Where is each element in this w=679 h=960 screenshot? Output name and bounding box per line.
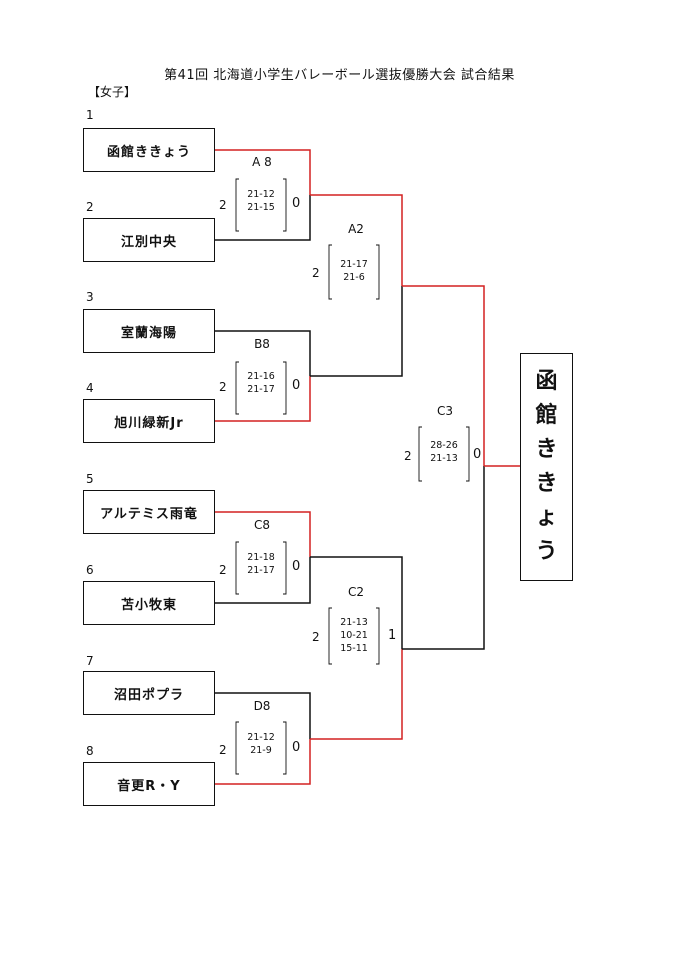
match-label-d8: D8 — [253, 699, 271, 713]
team-box: 苫小牧東 — [83, 581, 215, 625]
score-left-c2: 2 — [312, 630, 320, 644]
match-label-a2: A2 — [348, 222, 364, 236]
score-left-c3: 2 — [404, 449, 412, 463]
category-label: 【女子】 — [88, 85, 137, 99]
seed-number: 8 — [86, 744, 94, 758]
set-scores-a8: 21-12 21-15 — [239, 188, 283, 214]
team-box: 旭川緑新Jr — [83, 399, 215, 443]
line-team8 — [215, 739, 311, 785]
set-scores-b8: 21-16 21-17 — [239, 370, 283, 396]
team-box: 沼田ポプラ — [83, 671, 215, 715]
set-scores-c3: 28-26 21-13 — [422, 439, 466, 465]
set-scores-c8: 21-18 21-17 — [239, 551, 283, 577]
score-left-c8: 2 — [219, 563, 227, 577]
champion-char: う — [535, 539, 558, 564]
set-scores-c2: 21-13 10-21 15-11 — [332, 616, 376, 655]
score-left-b8: 2 — [219, 380, 227, 394]
line-c2-winner — [402, 466, 485, 650]
line-team7 — [215, 692, 311, 739]
set-score: 10-21 — [340, 630, 368, 641]
set-score: 21-17 — [340, 259, 368, 270]
set-score: 28-26 — [430, 440, 458, 451]
seed-number: 4 — [86, 381, 94, 395]
line-team3 — [215, 330, 311, 376]
line-c8-winner — [310, 556, 403, 649]
score-right-b8: 0 — [292, 378, 301, 393]
match-label-b8: B8 — [254, 337, 270, 351]
set-score: 21-17 — [247, 384, 275, 395]
seed-number: 3 — [86, 290, 94, 304]
champion-char: き — [535, 471, 558, 496]
set-score: 21-17 — [247, 565, 275, 576]
match-label-c3: C3 — [436, 404, 453, 418]
page-title: 第41回 北海道小学生バレーボール選抜優勝大会 試合結果 — [164, 68, 515, 83]
seed-number: 5 — [86, 472, 94, 486]
score-left-a8: 2 — [219, 198, 227, 212]
score-right-c2: 1 — [388, 628, 397, 643]
set-score: 21-15 — [247, 202, 275, 213]
sets-bracket-d8 — [235, 721, 287, 775]
line-team6 — [215, 557, 311, 604]
sets-bracket-a2 — [328, 244, 380, 300]
line-b8-winner — [310, 286, 403, 377]
seed-number: 6 — [86, 563, 94, 577]
score-right-c3: 0 — [473, 447, 482, 462]
score-right-a8: 0 — [292, 196, 301, 211]
score-right-c8: 0 — [292, 559, 301, 574]
seed-number: 7 — [86, 654, 94, 668]
line-a8-winner — [310, 194, 403, 286]
sets-bracket-b8 — [235, 361, 287, 415]
set-score: 21-16 — [247, 371, 275, 382]
line-team2 — [215, 195, 311, 241]
team-box: 室蘭海陽 — [83, 309, 215, 353]
match-label-c8: C8 — [253, 518, 270, 532]
set-score: 21-13 — [340, 617, 368, 628]
champion-char: 館 — [535, 403, 558, 428]
seed-number: 1 — [86, 108, 94, 122]
champion-char: 函 — [535, 369, 558, 394]
line-a2-winner — [402, 285, 485, 466]
set-score: 15-11 — [340, 643, 368, 654]
set-score: 21-6 — [343, 272, 365, 283]
team-box: 音更R・Y — [83, 762, 215, 806]
sets-bracket-c3 — [418, 426, 470, 482]
set-score: 21-18 — [247, 552, 275, 563]
line-team5 — [215, 511, 311, 557]
sets-bracket-c8 — [235, 541, 287, 595]
match-label-c2: C2 — [347, 585, 364, 599]
line-d8-winner — [310, 649, 403, 740]
line-team1 — [215, 149, 311, 195]
set-score: 21-13 — [430, 453, 458, 464]
team-box: 江別中央 — [83, 218, 215, 262]
set-score: 21-12 — [247, 189, 275, 200]
champion-char: き — [535, 437, 558, 462]
team-box: 函館ききょう — [83, 128, 215, 172]
score-left-a2: 2 — [312, 266, 320, 280]
score-left-d8: 2 — [219, 743, 227, 757]
line-team4 — [215, 376, 311, 422]
champion-char: ょ — [535, 505, 558, 530]
match-label-a8: A 8 — [252, 155, 272, 169]
sets-bracket-a8 — [235, 178, 287, 232]
seed-number: 2 — [86, 200, 94, 214]
score-right-d8: 0 — [292, 740, 301, 755]
set-score: 21-12 — [247, 732, 275, 743]
set-score: 21-9 — [250, 745, 272, 756]
set-scores-a2: 21-17 21-6 — [332, 258, 376, 284]
champion-box: 函 館 き き ょ う — [520, 353, 573, 581]
sets-bracket-c2 — [328, 607, 380, 665]
set-scores-d8: 21-12 21-9 — [239, 731, 283, 757]
team-box: アルテミス雨竜 — [83, 490, 215, 534]
